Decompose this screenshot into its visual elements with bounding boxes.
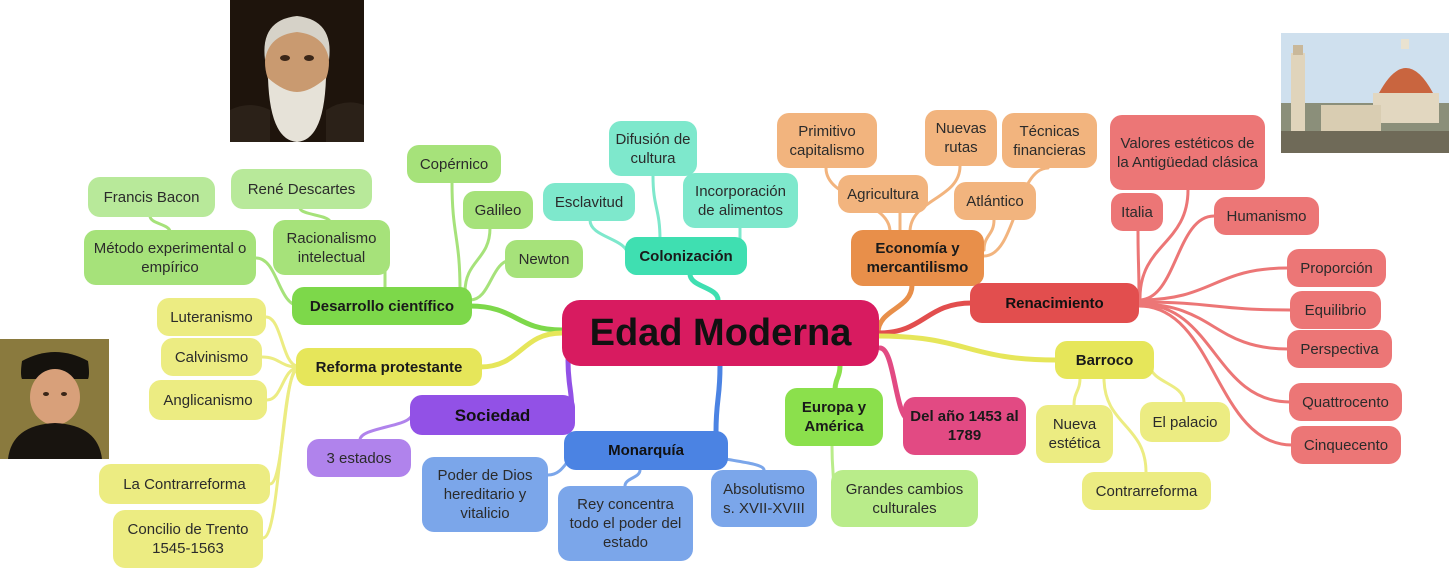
topic-grandes-cambios[interactable]: Grandes cambios culturales bbox=[831, 470, 978, 527]
topic-esclavitud[interactable]: Esclavitud bbox=[543, 183, 635, 221]
link-ref-concilio bbox=[261, 368, 300, 540]
central-topic[interactable]: Edad Moderna bbox=[562, 300, 879, 366]
topic-cinquecento[interactable]: Cinquecento bbox=[1291, 426, 1401, 464]
branch-del-ano[interactable]: Del año 1453 al 1789 bbox=[903, 397, 1026, 455]
topic-difusion-cultura[interactable]: Difusión de cultura bbox=[609, 121, 697, 176]
link-central-colonizacion bbox=[687, 271, 721, 303]
link-ren-cinque bbox=[1137, 304, 1294, 447]
link-ref-calvin bbox=[260, 355, 300, 369]
branch-barroco[interactable]: Barroco bbox=[1055, 341, 1154, 379]
topic-atlantico[interactable]: Atlántico bbox=[954, 182, 1036, 220]
topic-agricultura[interactable]: Agricultura bbox=[838, 175, 928, 213]
topic-el-palacio[interactable]: El palacio bbox=[1140, 402, 1230, 442]
topic-absolutismo[interactable]: Absolutismo s. XVII-XVIII bbox=[711, 470, 817, 527]
link-bar-nueva bbox=[1072, 376, 1082, 407]
topic-nueva-estetica[interactable]: Nueva estética bbox=[1036, 405, 1113, 463]
link-central-renacimiento bbox=[875, 300, 975, 336]
topic-3-estados[interactable]: 3 estados bbox=[307, 439, 411, 477]
branch-colonizacion[interactable]: Colonización bbox=[625, 237, 747, 275]
topic-racionalismo[interactable]: Racionalismo intelectual bbox=[273, 220, 390, 275]
branch-monarquia[interactable]: Monarquía bbox=[564, 431, 728, 470]
link-central-barroco bbox=[875, 333, 1059, 363]
link-des-galileo bbox=[463, 226, 492, 294]
topic-humanismo[interactable]: Humanismo bbox=[1214, 197, 1319, 235]
link-central-monarquia bbox=[713, 363, 723, 435]
topic-poder-de-dios[interactable]: Poder de Dios hereditario y vitalicio bbox=[422, 457, 548, 532]
topic-italia[interactable]: Italia bbox=[1111, 193, 1163, 231]
link-col-difusion bbox=[651, 174, 662, 242]
topic-incorporacion-alimentos[interactable]: Incorporación de alimentos bbox=[683, 173, 798, 228]
link-ren-valores bbox=[1138, 188, 1190, 300]
topic-newton[interactable]: Newton bbox=[505, 240, 583, 278]
topic-concilio-trento[interactable]: Concilio de Trento 1545-1563 bbox=[113, 510, 263, 568]
topic-valores-esteticos[interactable]: Valores estéticos de la Antigüedad clási… bbox=[1110, 115, 1265, 190]
link-ren-quattro bbox=[1137, 302, 1292, 404]
topic-metodo-experimental[interactable]: Método experimental o empírico bbox=[84, 230, 256, 285]
topic-rene-descartes[interactable]: René Descartes bbox=[231, 169, 372, 209]
topic-perspectiva[interactable]: Perspectiva bbox=[1287, 330, 1392, 368]
link-ren-perspectiva bbox=[1137, 302, 1290, 351]
link-eco-atlantico bbox=[982, 218, 996, 252]
florence-cathedral-image bbox=[1281, 33, 1449, 153]
topic-anglicanismo[interactable]: Anglicanismo bbox=[149, 380, 267, 420]
link-central-desarrollo bbox=[467, 303, 565, 333]
branch-sociedad[interactable]: Sociedad bbox=[410, 395, 575, 435]
link-ren-humanismo bbox=[1137, 214, 1216, 302]
topic-luteranismo[interactable]: Luteranismo bbox=[157, 298, 266, 336]
topic-la-contrarreforma[interactable]: La Contrarreforma bbox=[99, 464, 270, 504]
luther-portrait-image bbox=[0, 339, 109, 459]
branch-europa-america[interactable]: Europa y América bbox=[785, 388, 883, 446]
topic-francis-bacon[interactable]: Francis Bacon bbox=[88, 177, 215, 217]
link-central-reforma bbox=[477, 330, 565, 370]
galileo-portrait-image bbox=[230, 0, 364, 142]
link-soc-3estados bbox=[358, 412, 414, 442]
topic-tecnicas-financieras[interactable]: Técnicas financieras bbox=[1002, 113, 1097, 168]
link-des-copernico bbox=[450, 180, 462, 292]
link-ren-proporcion bbox=[1137, 266, 1290, 302]
topic-quattrocento[interactable]: Quattrocento bbox=[1289, 383, 1402, 421]
topic-contrarreforma-barroco[interactable]: Contrarreforma bbox=[1082, 472, 1211, 510]
link-col-esclavitud bbox=[588, 218, 630, 258]
link-ref-luter bbox=[264, 315, 300, 368]
topic-galileo[interactable]: Galileo bbox=[463, 191, 533, 229]
link-ren-italia bbox=[1136, 229, 1141, 298]
topic-equilibrio[interactable]: Equilibrio bbox=[1290, 291, 1381, 329]
branch-reforma-protestante[interactable]: Reforma protestante bbox=[296, 348, 482, 386]
topic-copernico[interactable]: Copérnico bbox=[407, 145, 501, 183]
branch-desarrollo-cientifico[interactable]: Desarrollo científico bbox=[292, 287, 472, 325]
topic-proporcion[interactable]: Proporción bbox=[1287, 249, 1386, 287]
topic-nuevas-rutas[interactable]: Nuevas rutas bbox=[925, 110, 997, 166]
topic-calvinismo[interactable]: Calvinismo bbox=[161, 338, 262, 376]
topic-primitivo-capitalismo[interactable]: Primitivo capitalismo bbox=[777, 113, 877, 168]
link-bar-contra bbox=[1102, 376, 1148, 474]
link-central-europa bbox=[832, 363, 843, 393]
link-ren-equilibrio bbox=[1137, 300, 1292, 312]
branch-economia-mercantilismo[interactable]: Economía y mercantilismo bbox=[851, 230, 984, 286]
branch-renacimiento[interactable]: Renacimiento bbox=[970, 283, 1139, 323]
topic-rey-concentra[interactable]: Rey concentra todo el poder del estado bbox=[558, 486, 693, 561]
link-eco-nuevas bbox=[908, 164, 962, 234]
link-mon-rey bbox=[623, 468, 642, 488]
link-bar-palacio bbox=[1148, 362, 1186, 404]
